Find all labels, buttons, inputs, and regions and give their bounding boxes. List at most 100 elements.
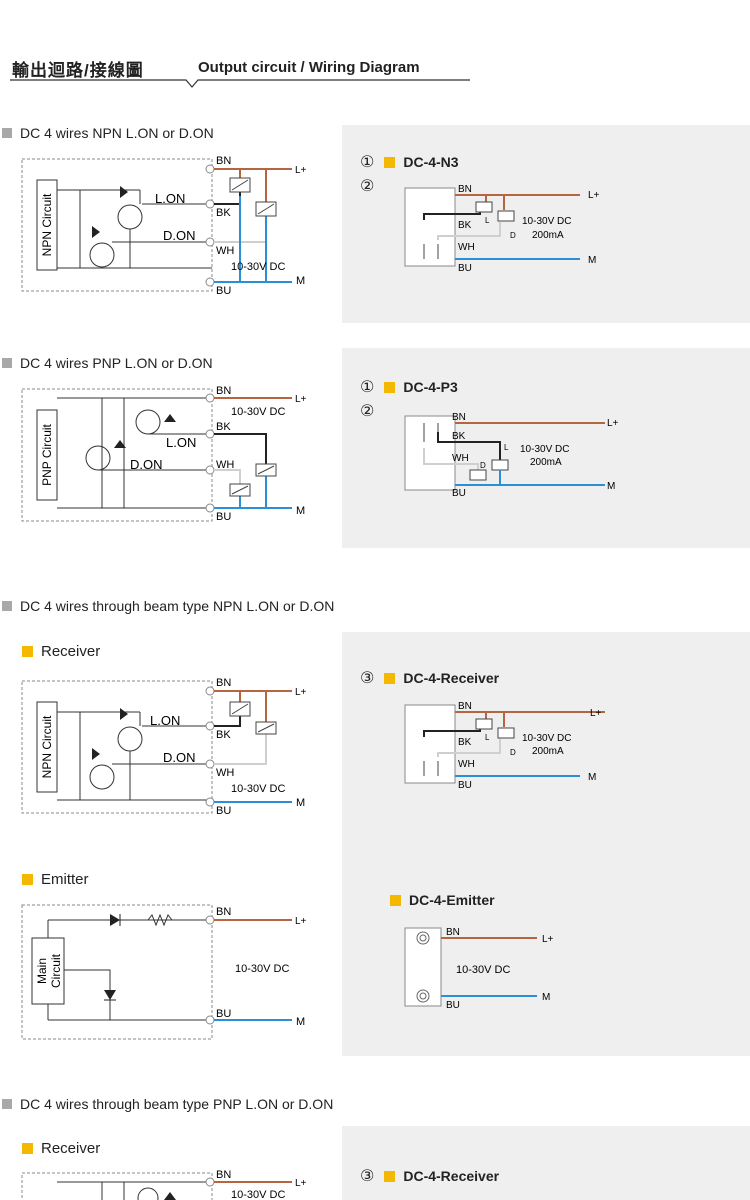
p3-wiring-diagram: BN BK WH BU L D 10-30V DC 200mA L+ M (404, 412, 619, 498)
lon-label: L.ON (166, 435, 196, 450)
receiver-wiring-diagram: BN BK WH BU L D 10-30V DC 200mA L+ M (404, 701, 605, 791)
lplus-label: L+ (295, 916, 307, 927)
load-icon (497, 210, 515, 222)
bu-label: BU (216, 805, 231, 817)
zener-diode-icon (120, 708, 128, 720)
subsection-bullet-icon (22, 646, 33, 657)
transistor-icon (89, 764, 115, 790)
terminal-icon (205, 759, 215, 769)
bn-label: BN (216, 1169, 231, 1181)
terminal-icon (205, 797, 215, 807)
wh-label: WH (216, 767, 234, 779)
don-label: D.ON (130, 457, 163, 472)
current-label: 200mA (532, 746, 564, 757)
voltage-label: 10-30V DC (520, 444, 569, 455)
bn-label: BN (446, 927, 460, 938)
wh-wire (437, 222, 501, 240)
model-label-receiver-1: ③ DC-4-Receiver (360, 668, 499, 688)
subsection-bullet-icon (22, 874, 33, 885)
m-label: M (588, 772, 596, 783)
model-name: DC-4-Receiver (403, 670, 500, 686)
zener-diode-icon (164, 1192, 176, 1200)
led-icon (104, 990, 116, 1000)
pnp-circuit-diagram: PNP Circuit L.ON D.ON BN 10-30V DC BK WH… (21, 385, 307, 523)
wiring-panel-through-beam-pnp (342, 1126, 750, 1200)
d-label: D (510, 748, 516, 757)
receiver-npn-circuit-diagram: NPN Circuit L.ON D.ON BN BK WH BU 10-30V… (21, 677, 307, 817)
terminal-icon (205, 1177, 215, 1187)
transistor-icon (117, 204, 143, 230)
model-bullet-icon (384, 157, 396, 168)
bk-label: BK (216, 729, 231, 741)
pnp-circuit-box (36, 409, 58, 501)
section-bullet-icon (2, 128, 12, 138)
terminal-icon (205, 164, 215, 174)
load-icon (469, 469, 487, 481)
terminal-icon (205, 915, 215, 925)
main-circuit-label-2: Circuit (49, 953, 63, 988)
section-bullet-icon (2, 358, 12, 368)
main-circuit-label: Main (35, 958, 49, 984)
bu-label: BU (458, 263, 472, 274)
bn-label: BN (216, 155, 231, 167)
terminal-icon (205, 237, 215, 247)
lplus-label: L+ (295, 165, 307, 176)
wh-wire (214, 734, 267, 765)
lplus-label: L+ (295, 394, 307, 405)
terminal-icon (205, 686, 215, 696)
circuit-boundary (21, 1172, 213, 1200)
circuit-boundary (21, 158, 213, 292)
marker-two-p3: ② (360, 403, 375, 420)
emitter-circuit-diagram: Main Circuit BN BU 10-30V DC L+ M (21, 904, 307, 1040)
model-name: DC-4-Emitter (409, 892, 495, 908)
model-name: DC-4-N3 (403, 154, 459, 170)
load-icon (497, 727, 515, 739)
pnp-circuit-label: PNP Circuit (40, 423, 54, 485)
subsection-label: Receiver (41, 643, 101, 660)
terminal-icon (205, 1015, 215, 1025)
section-bullet-icon (2, 601, 12, 611)
transistor-icon (117, 726, 143, 752)
m-label: M (588, 255, 596, 266)
lon-label: L.ON (155, 191, 185, 206)
bk-label: BK (458, 220, 472, 231)
zener-diode-icon (164, 414, 176, 422)
lplus-label: L+ (295, 1178, 307, 1189)
zener-diode-icon (92, 748, 100, 760)
marker-three: ③ (360, 670, 375, 687)
bu-label: BU (446, 1000, 460, 1011)
m-label: M (296, 505, 305, 517)
model-label-emitter: DC-4-Emitter (390, 892, 495, 908)
marker-three: ③ (360, 1168, 375, 1185)
bk-label: BK (216, 421, 231, 433)
wh-label: WH (458, 759, 475, 770)
wh-label: WH (216, 459, 234, 471)
terminal-icon (205, 465, 215, 475)
diode-icon (110, 914, 120, 926)
terminal-icon (205, 199, 215, 209)
terminal-icon (205, 429, 215, 439)
model-bullet-icon (390, 895, 401, 906)
circuit-boundary (21, 388, 213, 522)
wh-wire (437, 739, 501, 757)
m-label: M (296, 1016, 305, 1028)
model-name: DC-4-P3 (403, 379, 458, 395)
wh-label: WH (216, 245, 234, 257)
model-bullet-icon (384, 382, 396, 393)
subsection-emitter: Emitter (22, 871, 89, 888)
wh-wire (423, 448, 479, 470)
m-label: M (607, 481, 615, 492)
subsection-receiver-1: Receiver (22, 643, 100, 660)
npn-circuit-label: NPN Circuit (40, 715, 54, 778)
lplus-label: L+ (542, 934, 554, 945)
npn-circuit-diagram: NPN Circuit L.ON D.ON BN BK WH BU 10-30V… (21, 155, 307, 297)
terminal-icon (205, 393, 215, 403)
receiver-pnp-circuit-diagram: BN 10-30V DC L+ (21, 1169, 307, 1200)
marker-one: ① (360, 154, 375, 171)
bn-label: BN (216, 906, 231, 918)
terminal-icon (205, 277, 215, 287)
bu-label: BU (452, 488, 466, 498)
load-icon (475, 201, 493, 213)
